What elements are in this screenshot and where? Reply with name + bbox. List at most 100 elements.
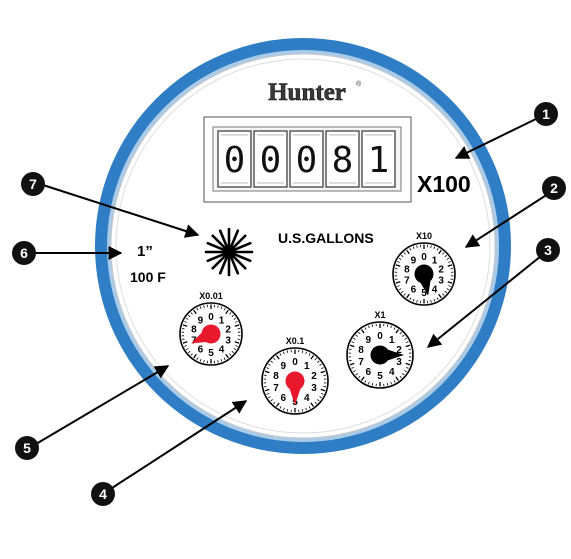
svg-text:1: 1 — [542, 106, 550, 122]
dial-tick — [220, 306, 223, 310]
dial-label: X1 — [374, 310, 385, 320]
callout-5-arrow — [35, 365, 170, 445]
dial-tick — [390, 381, 392, 385]
odometer-drum: 0 — [217, 130, 252, 188]
dial-label: X0.01 — [199, 291, 223, 301]
odometer-digit: 0 — [224, 140, 246, 181]
dial-tick — [398, 257, 402, 260]
dial-tick — [310, 355, 315, 360]
dial-tick — [430, 245, 432, 248]
odometer-digit: 8 — [332, 140, 354, 181]
dial-tick — [217, 305, 219, 308]
dial-tick — [321, 367, 324, 370]
dial-tick — [438, 293, 442, 299]
dial-tick — [448, 261, 451, 263]
dial-tick — [433, 246, 436, 250]
dial-digit: 9 — [198, 315, 204, 326]
dial-tick — [360, 376, 365, 381]
dial-digit: 6 — [411, 285, 417, 296]
dial-tick — [314, 401, 317, 405]
dial-tick — [279, 353, 282, 356]
dial-x01: 0123456789X0.1 — [261, 336, 329, 415]
dial-tick — [397, 261, 400, 263]
dial-tick — [412, 298, 415, 302]
dial-tick — [234, 341, 240, 344]
dial-tick — [368, 325, 370, 329]
svg-text:2: 2 — [550, 180, 558, 196]
dial-tick — [395, 329, 400, 334]
callout-1: 1 — [534, 102, 558, 126]
dial-tick — [399, 331, 402, 335]
dial-tick — [264, 370, 270, 374]
dial-tick — [305, 407, 307, 411]
dial-tick — [320, 388, 326, 392]
dial-tick — [402, 373, 405, 376]
dial-tick — [286, 350, 289, 354]
dial-digit: 0 — [208, 312, 214, 323]
dial-tick — [442, 293, 445, 296]
dial-tick — [448, 285, 451, 287]
dial-tick — [444, 290, 447, 294]
dial-tick — [314, 357, 317, 361]
dial-digit: 2 — [311, 371, 317, 382]
dial-tick — [275, 355, 280, 360]
dial-digit: 5 — [377, 371, 383, 382]
dial-tick — [190, 353, 193, 356]
dial-tick — [393, 380, 396, 383]
dial-tick — [409, 297, 412, 301]
dial-digit: 8 — [191, 324, 197, 335]
dial-tick — [416, 245, 418, 248]
dial-tick — [231, 350, 234, 354]
dial-digit: 8 — [358, 345, 364, 356]
dial-tick — [442, 252, 445, 255]
dial-needle-hub — [201, 324, 221, 344]
dial-tick — [225, 309, 229, 315]
dial-tick — [319, 363, 322, 366]
dial-tick — [353, 370, 356, 373]
dial-tick — [231, 314, 234, 318]
dial-tick — [310, 402, 315, 407]
dial-tick — [270, 360, 273, 363]
dial-tick — [358, 375, 361, 379]
callout-3-arrow — [426, 255, 542, 348]
dial-digit: 7 — [404, 276, 410, 287]
dial-digit: 3 — [396, 357, 402, 368]
dial-digit: 8 — [273, 371, 279, 382]
dial-tick — [199, 306, 202, 310]
dial-digit: 5 — [208, 348, 214, 359]
dial-digit: 0 — [377, 331, 383, 342]
dial-tick — [386, 324, 389, 328]
dial-tick — [438, 249, 442, 255]
dial-tick — [266, 392, 269, 395]
dial-tick — [395, 281, 401, 284]
dial-digit: 8 — [404, 264, 410, 275]
dial-tick — [185, 317, 189, 320]
dial-digit: 9 — [365, 335, 371, 346]
dial-digit: 0 — [421, 252, 427, 263]
dial-tick — [268, 396, 271, 399]
dial-tick — [275, 402, 280, 407]
dial-tick — [351, 341, 354, 344]
odometer-drum: 1 — [361, 130, 396, 188]
dial-tick — [182, 341, 188, 344]
dial-tick — [301, 350, 304, 354]
dial-tick — [398, 288, 402, 291]
dial-tick — [446, 257, 450, 260]
dial-tick — [234, 324, 240, 327]
dial-digit: 6 — [198, 345, 204, 356]
dial-digit: 2 — [438, 264, 444, 275]
dial-digit: 1 — [432, 255, 438, 266]
callout-2: 2 — [542, 176, 566, 200]
callout-7: 7 — [21, 172, 45, 196]
callout-1-arrow — [454, 116, 541, 159]
dial-tick — [430, 300, 432, 303]
callout-2-arrow — [464, 193, 549, 248]
dial-tick — [402, 334, 405, 337]
dial-tick — [447, 281, 453, 284]
dial-tick — [412, 246, 415, 250]
dial-tick — [393, 327, 396, 330]
dial-needle-hub — [285, 371, 305, 391]
callout-4-arrow — [111, 400, 248, 489]
dial-tick — [193, 353, 197, 359]
